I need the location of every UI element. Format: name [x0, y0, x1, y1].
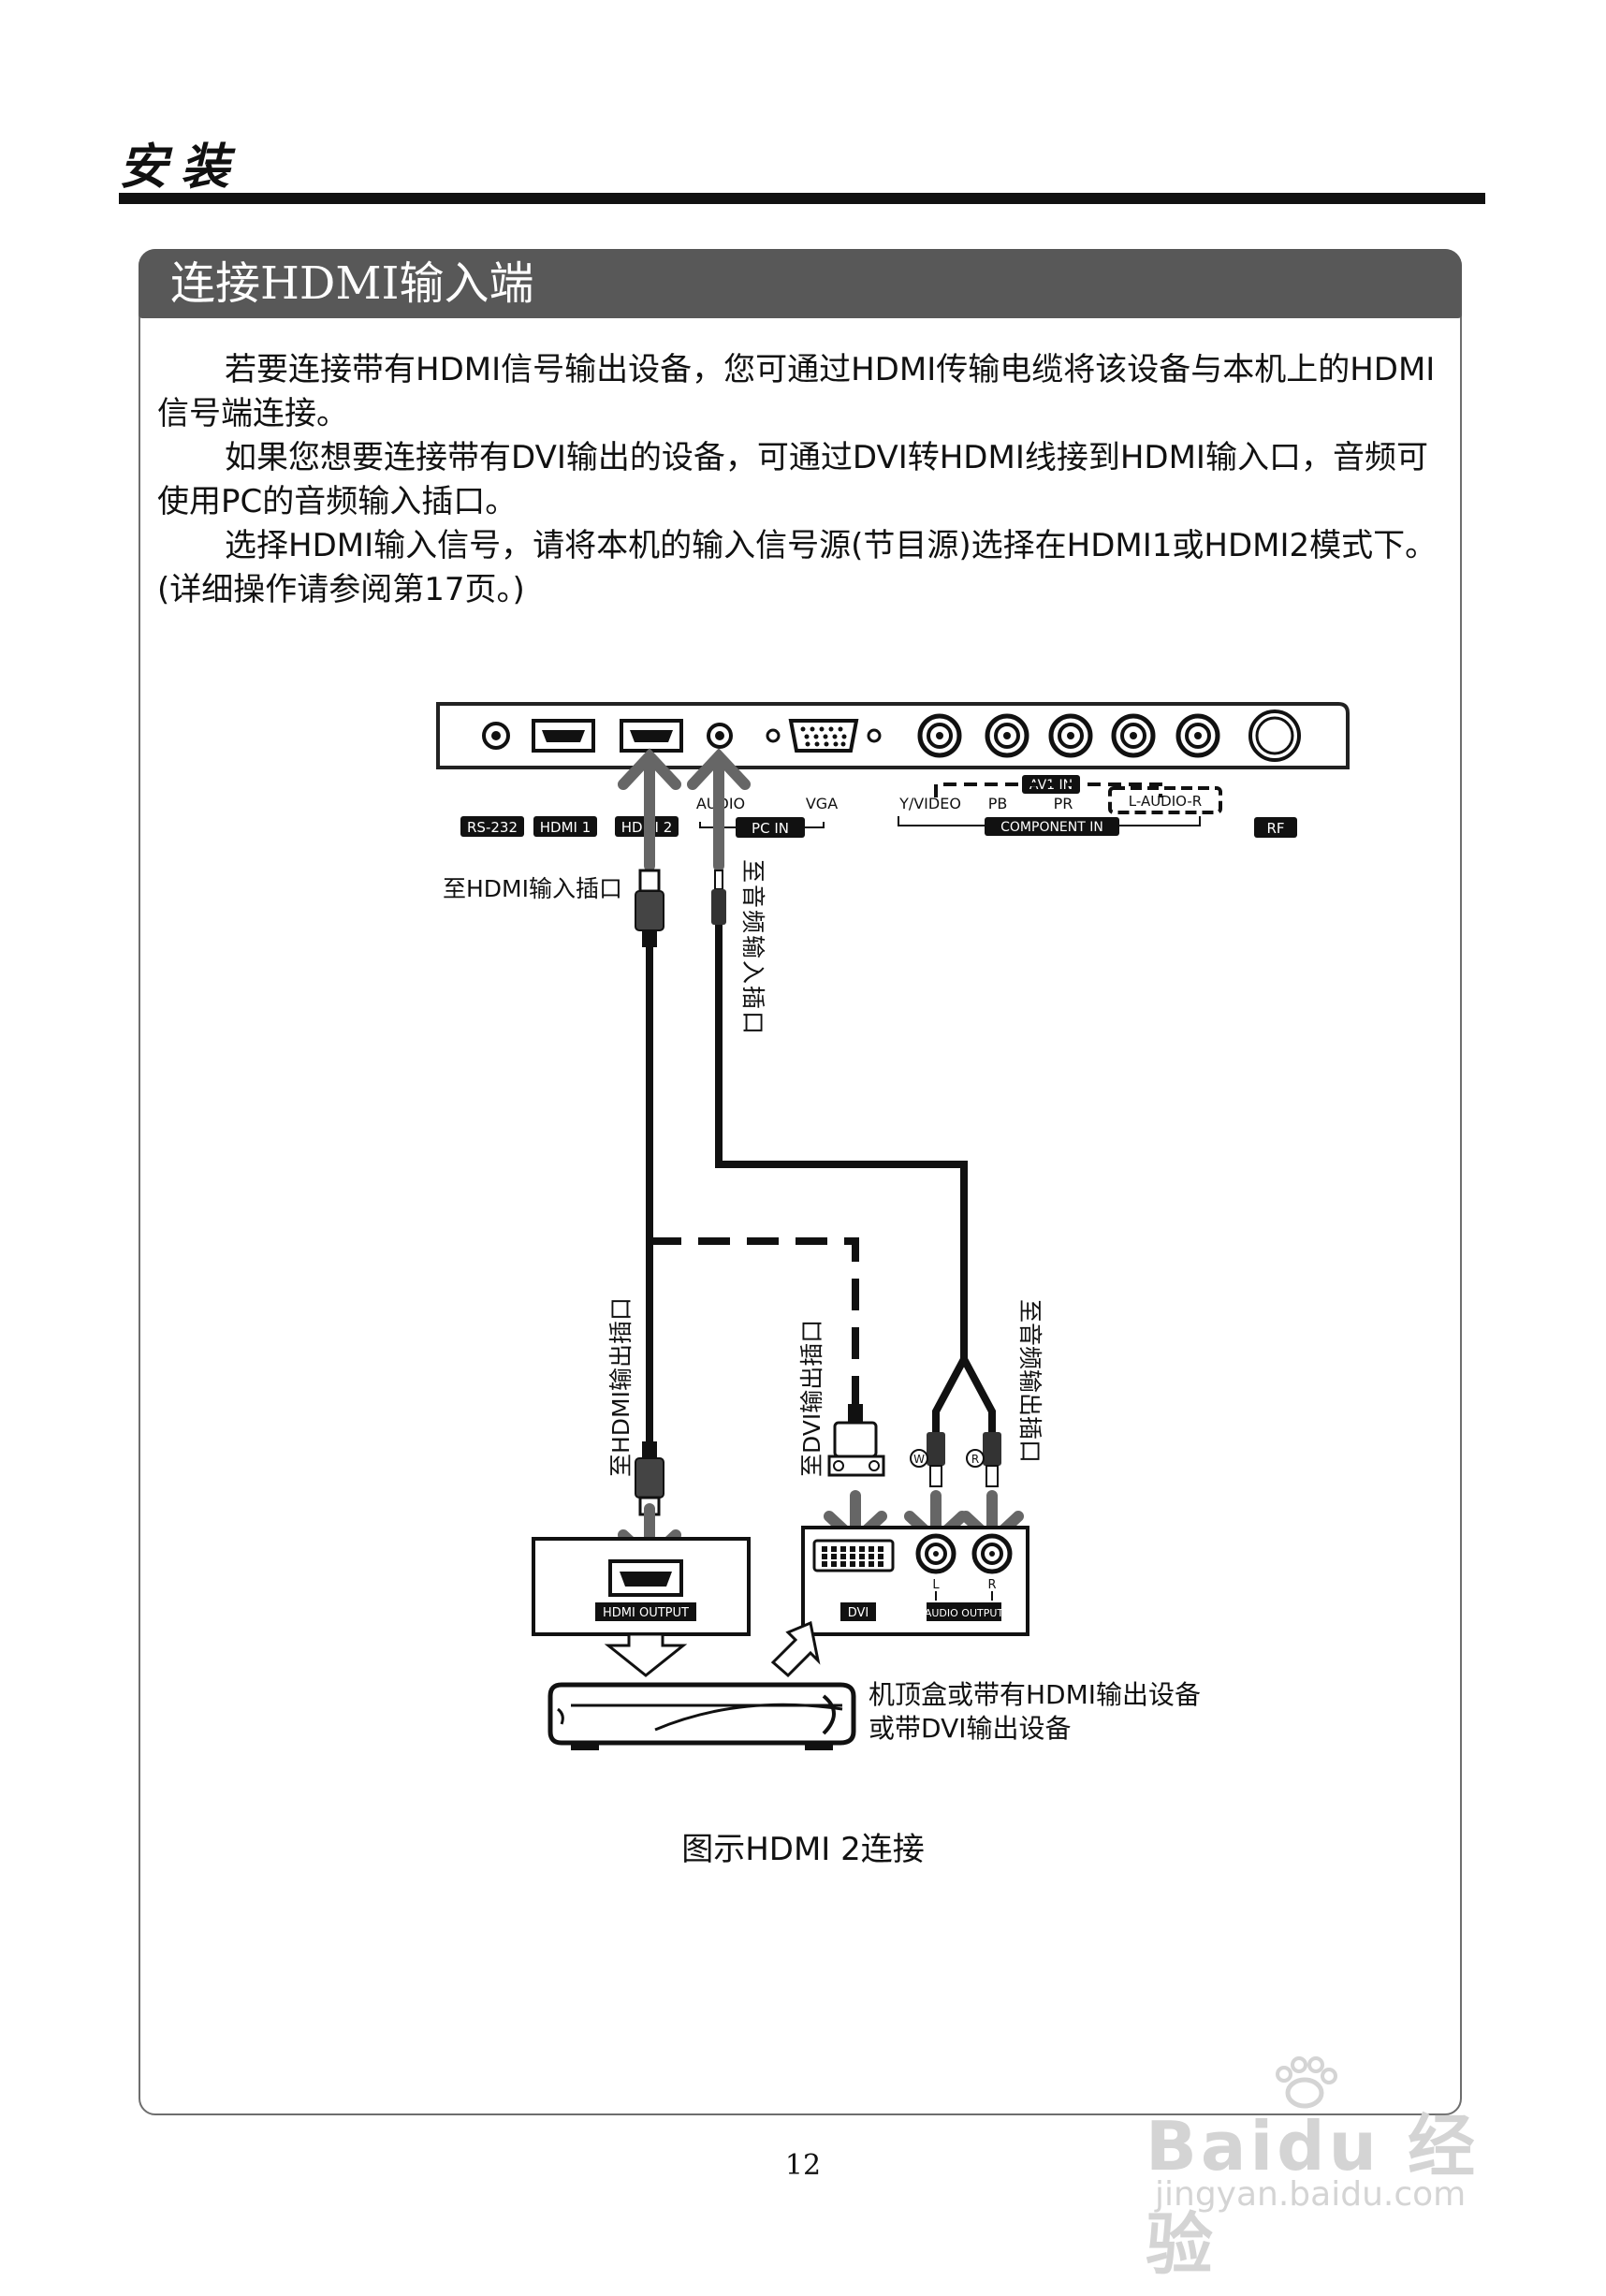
- label-dvi: DVI: [848, 1606, 869, 1620]
- label-source-l: L: [932, 1578, 940, 1592]
- audio-cable: W R: [711, 870, 1001, 1487]
- vga-port-icon: [766, 719, 882, 753]
- hdmi2-port-icon: [620, 719, 683, 753]
- outline-arrow-hdmi-to-box: [604, 1632, 688, 1677]
- label-source-r: R: [987, 1578, 996, 1592]
- label-pc-in: PC IN: [752, 820, 789, 837]
- set-top-box-icon: [548, 1682, 856, 1750]
- figure-caption: 图示HDMI 2连接: [681, 1831, 925, 1868]
- device-label-line2: 或带DVI输出设备: [869, 1713, 1071, 1744]
- source-dvi-audio-panel: L R DVI AUDIO OUTPUT: [801, 1526, 1029, 1636]
- page-number: 12: [784, 2149, 822, 2182]
- baidu-watermark: Baidu 经验 jingyan.baidu.com: [1136, 2055, 1529, 2284]
- rca-jack-audio-r-icon: [1175, 713, 1220, 758]
- rca-jack-pb-icon: [985, 713, 1029, 758]
- source-audio-l-jack-icon: [915, 1533, 956, 1574]
- arrow-into-pc-audio: [687, 748, 751, 871]
- tv-rear-panel: [436, 702, 1350, 769]
- pc-audio-port-icon: [707, 723, 733, 749]
- paragraph-select-input: 选择HDMI输入信号，请将本机的输入信号源(节目源)选择在HDMI1或HDMI2…: [157, 527, 1438, 608]
- label-pr: PR: [1054, 795, 1073, 812]
- label-to-audio-in: 至音频输入插口: [739, 859, 766, 1036]
- paragraph-hdmi: 若要连接带有HDMI信号输出设备，您可通过HDMI传输电缆将该设备与本机上的HD…: [157, 351, 1436, 432]
- dvi-dashed-cable: [650, 1237, 885, 1477]
- hdmi-cable: [635, 869, 664, 1516]
- rca-jack-pr-icon: [1048, 713, 1093, 758]
- label-component-in: COMPONENT IN: [1000, 820, 1103, 835]
- hdmi1-port-icon: [532, 719, 595, 753]
- label-l-audio-r: L-AUDIO-R: [1129, 793, 1202, 810]
- rf-port-icon: [1248, 709, 1301, 762]
- label-pb: PB: [988, 795, 1008, 812]
- label-hdmi1: HDMI 1: [540, 819, 591, 836]
- paragraph-dvi: 如果您想要连接带有DVI输出的设备，可通过DVI转HDMI线接到HDMI输入口，…: [157, 439, 1428, 520]
- label-to-hdmi-in: 至HDMI输入插口: [443, 875, 622, 902]
- section-title-bar: [139, 249, 1462, 318]
- watermark-brand: Baidu 经验: [1146, 2107, 1480, 2284]
- label-to-hdmi-out: 至HDMI输出插口: [607, 1297, 635, 1477]
- label-hdmi-output: HDMI OUTPUT: [603, 1606, 689, 1620]
- rca-jack-y-video-icon: [917, 713, 962, 758]
- label-audio-output: AUDIO OUTPUT: [925, 1607, 1004, 1619]
- label-y-video: Y/VIDEO: [898, 795, 961, 812]
- rs232-port-icon: [482, 722, 510, 750]
- arrow-into-hdmi2: [618, 748, 681, 871]
- label-to-audio-out: 至音频输出插口: [1016, 1299, 1044, 1463]
- plug-label-l: W: [913, 1453, 925, 1466]
- label-vga: VGA: [806, 795, 838, 812]
- header-rule: [119, 193, 1485, 204]
- watermark-url: jingyan.baidu.com: [1155, 2175, 1467, 2214]
- outline-arrow-dvi-to-box: [770, 1620, 821, 1678]
- body-text: 若要连接带有HDMI信号输出设备，您可通过HDMI传输电缆将该设备与本机上的HD…: [157, 348, 1449, 612]
- page-header-title: 安装: [119, 139, 243, 196]
- source-audio-r-jack-icon: [971, 1533, 1013, 1574]
- label-rs232: RS-232: [467, 819, 518, 836]
- plug-label-r: R: [971, 1453, 979, 1466]
- section-title: 连接HDMI输入端: [170, 257, 534, 310]
- rca-jack-audio-l-icon: [1111, 713, 1156, 758]
- device-label-line1: 机顶盒或带有HDMI输出设备: [869, 1679, 1201, 1710]
- label-to-dvi-out: 至DVI输出插口: [798, 1320, 825, 1477]
- source-hdmi-panel: HDMI OUTPUT: [532, 1537, 751, 1636]
- label-rf: RF: [1266, 820, 1284, 837]
- paw-logo-icon: [1276, 2056, 1337, 2109]
